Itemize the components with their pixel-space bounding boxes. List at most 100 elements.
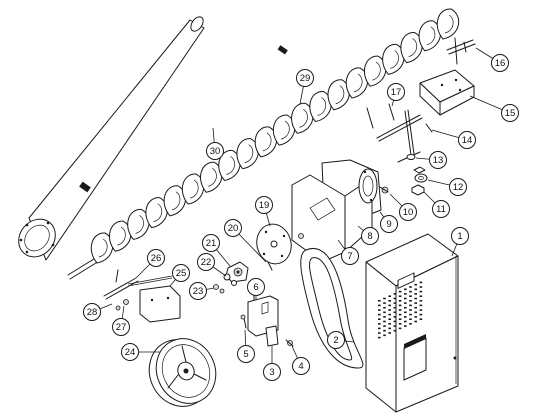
callout-circle	[429, 151, 447, 169]
part-19-plate	[256, 223, 292, 265]
callout-circle	[387, 83, 405, 101]
auger-flight	[218, 149, 241, 181]
callout-1: 1	[451, 227, 469, 257]
auger-flight-inner	[135, 215, 144, 234]
callout-number: 15	[505, 108, 516, 119]
callout-number: 2	[333, 335, 338, 346]
vent-slot	[388, 318, 391, 320]
callout-number: 17	[391, 87, 402, 98]
part-30-tube	[18, 16, 288, 261]
auger-flight	[108, 220, 132, 252]
vent-slot	[414, 302, 417, 304]
vent-slot	[388, 300, 391, 302]
callout-circle	[327, 331, 345, 349]
vent-slot	[419, 295, 423, 297]
vent-slot	[393, 329, 397, 332]
auger-flight	[236, 138, 259, 170]
callout-circle	[83, 303, 101, 321]
callout-4: 4	[291, 345, 310, 375]
auger-flight-inner	[372, 61, 381, 81]
vent-slot	[398, 318, 402, 320]
vent-slot	[409, 313, 412, 316]
vent-slot	[414, 288, 417, 291]
callout-number: 9	[386, 219, 391, 230]
callout-circle	[361, 227, 379, 245]
vent-slot	[409, 286, 412, 288]
vent-slot	[404, 325, 407, 327]
auger-flight	[145, 197, 168, 229]
tube-label-plate-top	[277, 45, 288, 55]
tube-label-plate-bottom	[79, 181, 91, 193]
part-15-bracket	[419, 69, 475, 116]
callout-circle	[292, 357, 310, 375]
vent-slot	[409, 290, 412, 293]
part-26-rod	[103, 269, 139, 300]
callout-3: 3	[263, 346, 281, 381]
callout-circle	[458, 131, 476, 149]
flange-bolt-holes	[19, 221, 55, 254]
part-11-nut	[411, 184, 425, 196]
vent-slot	[414, 283, 417, 286]
part-27-pin	[115, 299, 129, 311]
vent-slot	[409, 309, 412, 311]
callout-2: 2	[327, 331, 355, 349]
callout-number: 22	[201, 257, 212, 268]
vent-slot	[409, 295, 412, 297]
callout-number: 30	[210, 146, 221, 157]
vent-slot	[404, 297, 407, 300]
vent-slot	[378, 309, 381, 311]
part-17-bolts	[366, 103, 423, 142]
vent-slot	[409, 323, 412, 325]
callout-number: 27	[116, 322, 127, 333]
callout-11: 11	[423, 191, 450, 218]
callout-number: 7	[347, 251, 352, 262]
vent-slot	[404, 302, 407, 304]
part-10-bolt	[379, 186, 389, 194]
vent-slot	[404, 316, 407, 318]
vent-slot	[404, 320, 407, 323]
vent-slot	[378, 304, 381, 307]
callout-circle	[147, 249, 165, 267]
auger-flight	[363, 55, 387, 87]
auger-flight-inner	[299, 109, 308, 128]
vent-slot	[414, 297, 417, 300]
vent-slot	[404, 311, 407, 314]
callout-circle	[197, 253, 215, 271]
vent-slot	[393, 302, 397, 304]
callout-number: 11	[436, 204, 446, 215]
auger-flight	[181, 173, 205, 205]
vent-slot	[419, 304, 423, 307]
callout-circle	[237, 345, 255, 363]
vent-slot	[378, 323, 381, 325]
vent-slot	[419, 313, 423, 316]
part-23-bolt	[213, 284, 225, 294]
callout-circle	[121, 343, 139, 361]
auger-flight-inner	[98, 238, 108, 258]
callout-27: 27	[112, 305, 130, 336]
auger-flight-inner	[408, 38, 418, 57]
vent-slot	[409, 304, 412, 307]
auger-flight	[90, 232, 114, 264]
callout-number: 25	[176, 268, 187, 279]
vent-slot	[388, 304, 391, 307]
vent-slot	[419, 300, 423, 302]
callout-number: 10	[403, 207, 414, 218]
vent-slot	[414, 311, 417, 314]
callout-7: 7	[337, 239, 359, 265]
callout-number: 23	[193, 286, 204, 297]
callout-circle	[380, 215, 398, 233]
callout-24: 24	[121, 343, 160, 361]
vent-slot	[414, 316, 417, 318]
vent-slot	[419, 286, 423, 288]
callout-17: 17	[387, 83, 405, 107]
vent-slot	[398, 290, 402, 293]
vent-slot	[378, 300, 381, 302]
callout-circle	[263, 363, 281, 381]
callout-8: 8	[357, 225, 379, 245]
vent-slot	[393, 297, 397, 300]
callout-13: 13	[415, 151, 447, 169]
auger-flight	[127, 208, 150, 240]
callout-6: 6	[247, 278, 265, 300]
